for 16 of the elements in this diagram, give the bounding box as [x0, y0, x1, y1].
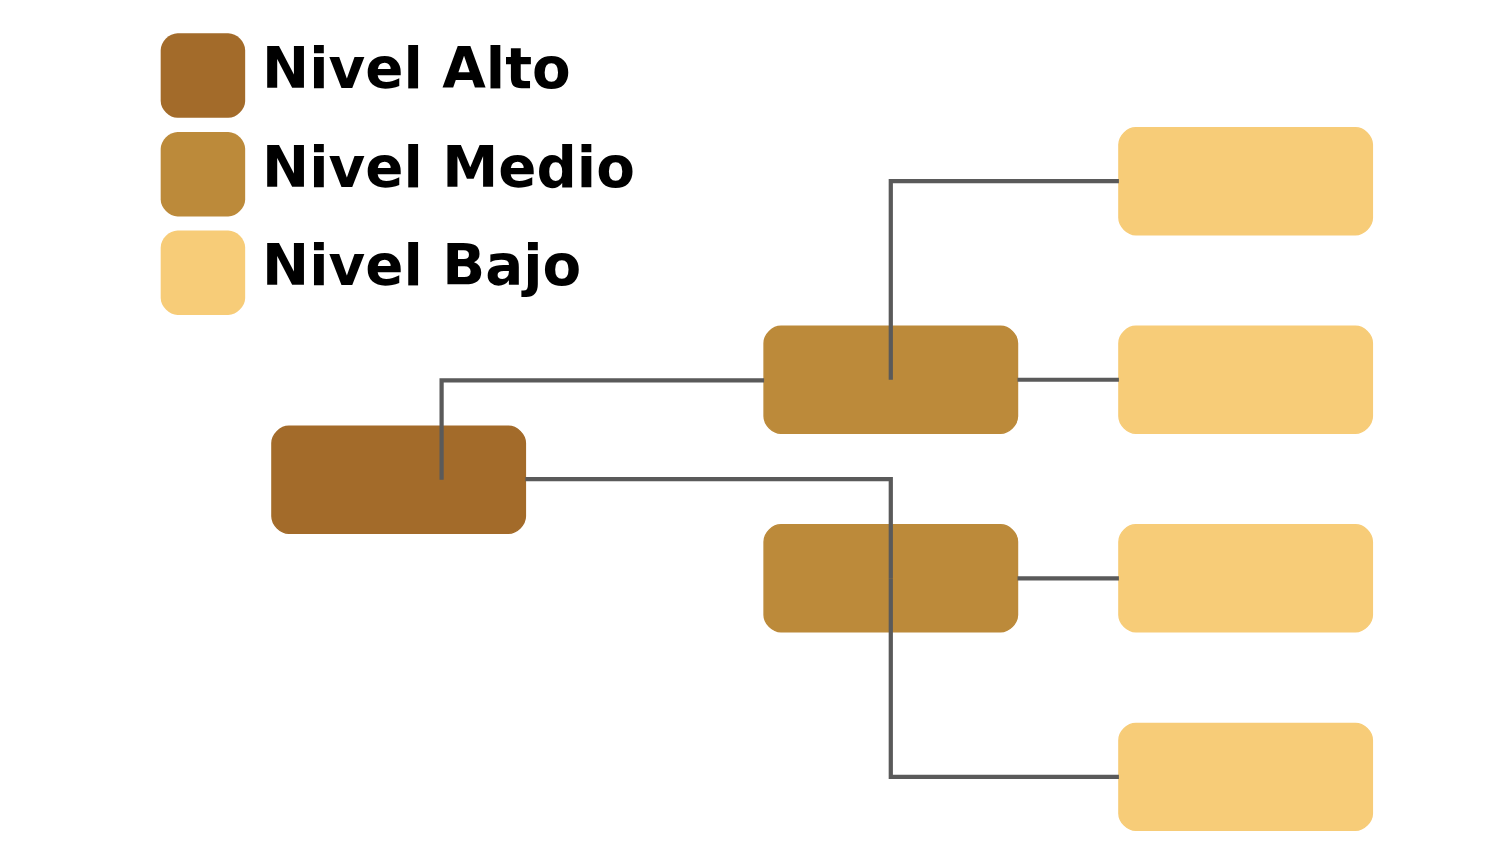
connector — [888, 179, 1119, 380]
legend-label: Nivel Bajo — [261, 233, 581, 299]
connector — [524, 476, 893, 579]
node-box — [270, 425, 526, 534]
connector — [439, 378, 764, 480]
legend-label: Nivel Alto — [261, 36, 571, 102]
node-box — [1117, 325, 1373, 434]
legend-label: Nivel Medio — [261, 134, 635, 200]
node-box — [1117, 524, 1373, 633]
connector — [1017, 377, 1119, 382]
connector — [888, 578, 1119, 779]
node-box — [1117, 127, 1373, 236]
node-box — [762, 524, 1018, 633]
node-box — [762, 325, 1018, 434]
connector — [1017, 576, 1119, 581]
node-box — [1117, 722, 1373, 832]
